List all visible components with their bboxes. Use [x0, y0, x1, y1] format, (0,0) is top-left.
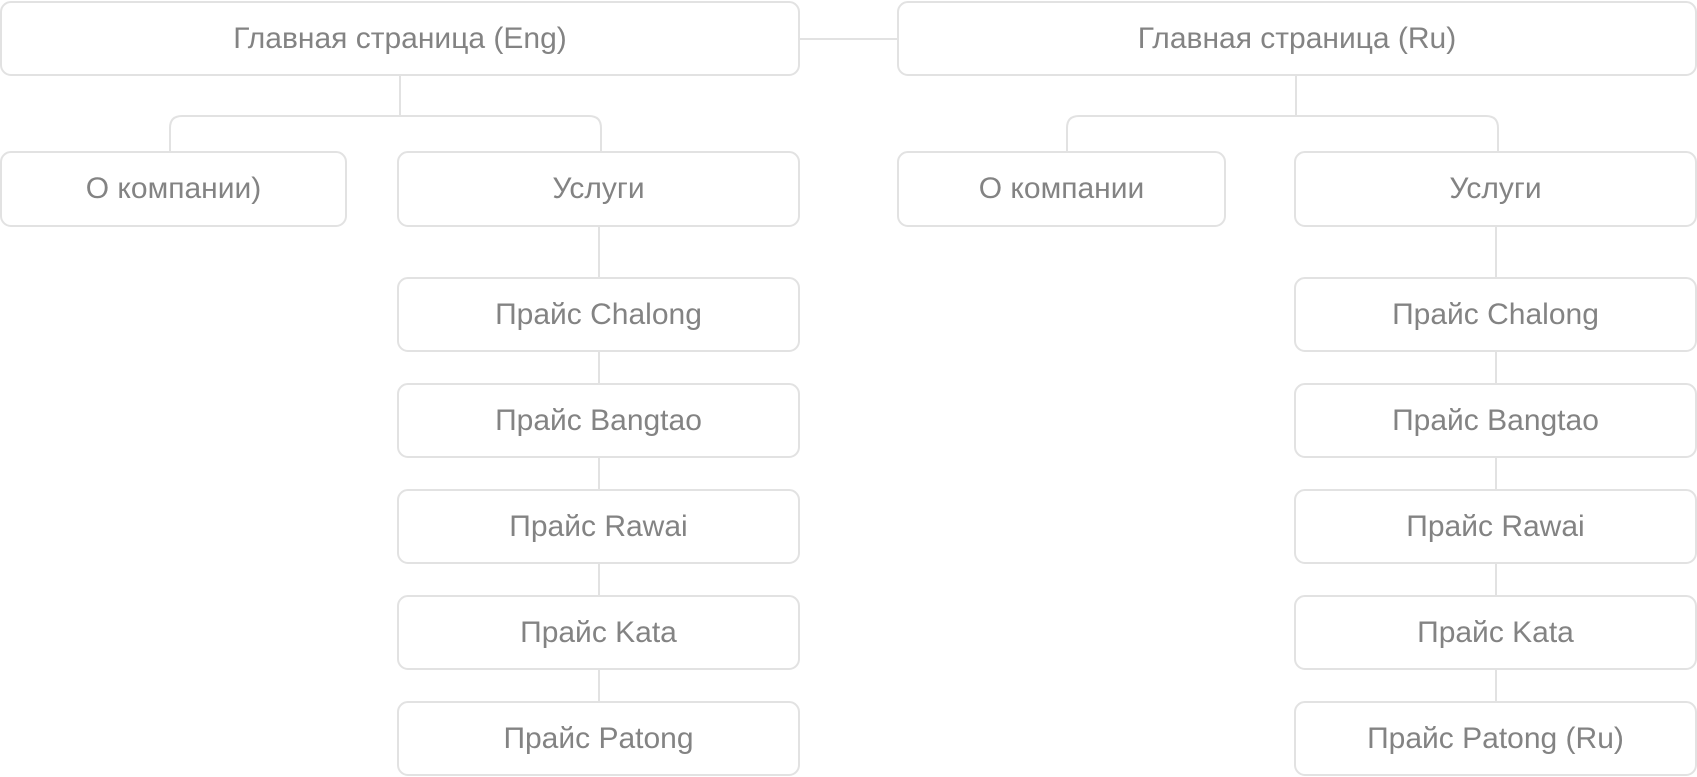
node-price-rawai-eng: Прайс Rawai [397, 489, 800, 564]
node-price-chalong-ru: Прайс Chalong [1294, 277, 1697, 352]
node-price-patong-ru: Прайс Patong (Ru) [1294, 701, 1697, 776]
node-home-eng: Главная страница (Eng) [0, 1, 800, 76]
node-about-eng: О компании) [0, 151, 347, 227]
node-price-kata-eng: Прайс Kata [397, 595, 800, 670]
node-price-kata-ru: Прайс Kata [1294, 595, 1697, 670]
link-eng-branch [169, 115, 602, 152]
node-price-bangtao-eng: Прайс Bangtao [397, 383, 800, 458]
node-price-rawai-ru: Прайс Rawai [1294, 489, 1697, 564]
node-price-patong-eng: Прайс Patong [397, 701, 800, 776]
node-price-bangtao-ru: Прайс Bangtao [1294, 383, 1697, 458]
node-services-ru: Услуги [1294, 151, 1697, 227]
node-services-eng: Услуги [397, 151, 800, 227]
node-price-chalong-eng: Прайс Chalong [397, 277, 800, 352]
node-home-ru: Главная страница (Ru) [897, 1, 1697, 76]
link-ru-branch [1066, 115, 1499, 152]
node-about-ru: О компании [897, 151, 1226, 227]
